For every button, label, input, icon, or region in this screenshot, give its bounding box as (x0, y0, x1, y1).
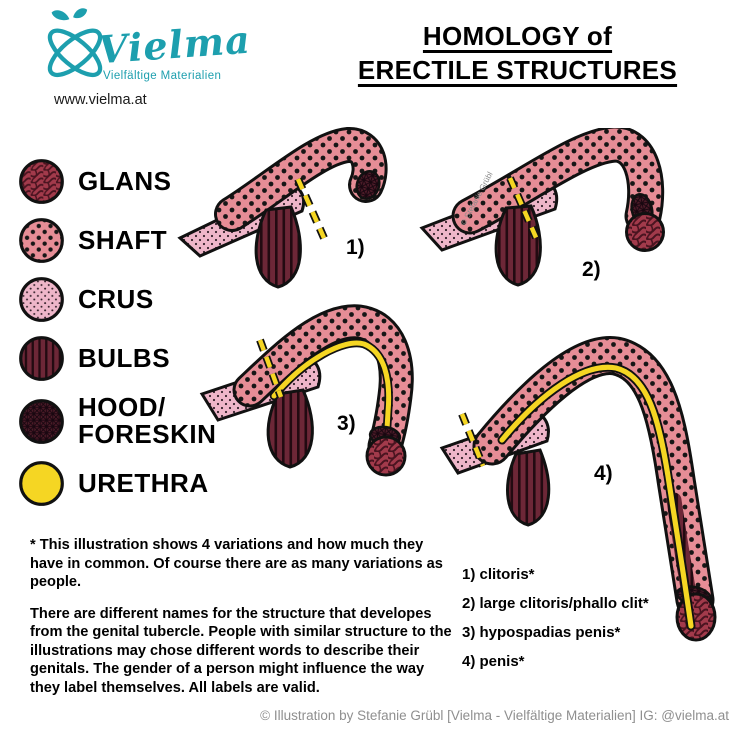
variant-list: 1) clitoris* 2) large clitoris/phallo cl… (462, 566, 649, 682)
variant-item-4: 4) penis* (462, 653, 525, 670)
glans-shape (625, 212, 665, 252)
hood-swatch (19, 398, 64, 444)
legend-item-bulbs: BULBS (18, 335, 216, 382)
legend-item-urethra: URETHRA (18, 460, 216, 507)
title-line-1: HOMOLOGY of (422, 21, 613, 51)
bulb-shape (254, 205, 302, 289)
urethra-marker (257, 339, 284, 398)
glans-swatch (19, 159, 64, 204)
legend-label: BULBS (78, 342, 171, 373)
figure-1-clitoris (177, 127, 388, 289)
crus-swatch (19, 277, 64, 322)
legend-item-hood-foreskin: HOOD/FORESKIN (18, 392, 217, 450)
title-line-2: ERECTILE STRUCTURES (357, 54, 678, 85)
figure-2-number: 2) (582, 258, 601, 281)
footer-credit: © Illustration by Stefanie Grübl [Vielma… (260, 708, 729, 723)
glans-shape (675, 592, 717, 642)
shaft-swatch (19, 218, 64, 263)
shaft-shape (217, 130, 385, 229)
glans-shape (365, 435, 407, 477)
legend-item-shaft: SHAFT (18, 217, 216, 264)
notes-block: * This illustration shows 4 variations a… (30, 536, 458, 697)
legend-item-glans: GLANS (18, 158, 216, 205)
hood-shape (355, 170, 381, 200)
legend: GLANS SHAFT CRUS BULBS HOOD/FORESKIN URE… (18, 158, 216, 507)
legend-label: GLANS (78, 165, 172, 196)
brand-tagline: Vielfältige Materialien (103, 70, 222, 82)
leaf-icon (73, 8, 88, 19)
urethra-swatch (19, 461, 64, 506)
urethra-marker (295, 178, 327, 239)
legend-item-crus: CRUS (18, 276, 216, 323)
bulb-shape (266, 388, 314, 469)
page-title: HOMOLOGY of ERECTILE STRUCTURES (345, 20, 690, 88)
figure-3-number: 3) (337, 412, 356, 435)
legend-label: SHAFT (78, 224, 168, 255)
urethra-line (499, 364, 694, 629)
urethra-marker (507, 177, 541, 243)
variant-item-2: 2) large clitoris/phallo clit* (462, 595, 649, 612)
legend-label: URETHRA (78, 468, 209, 499)
figure-1-number: 1) (346, 236, 365, 259)
variant-item-1: 1) clitoris* (462, 566, 535, 583)
bulb-shape (506, 448, 551, 527)
legend-label: HOOD/FORESKIN (78, 392, 217, 450)
bulbs-swatch (19, 336, 64, 381)
brand-website: www.vielma.at (54, 92, 147, 108)
leaf-icon (51, 10, 70, 21)
urethra-marker (459, 413, 486, 467)
figure-2-large-clitoris: © Stefanie Grübl (419, 128, 665, 287)
variant-item-3: 3) hypospadias penis* (462, 624, 621, 641)
figure-4-penis (439, 336, 717, 642)
bulb-shape (494, 204, 542, 287)
note-paragraph-1: * This illustration shows 4 variations a… (30, 537, 443, 591)
figure-4-number: 4) (594, 462, 613, 485)
shaft-shape (454, 128, 662, 232)
legend-label: CRUS (78, 283, 154, 314)
note-paragraph-2: There are different names for the struct… (30, 605, 452, 696)
vielma-logo-icon (47, 8, 103, 78)
figure-3-hypospadias-penis (199, 304, 414, 477)
brand-name: Vielma (96, 16, 253, 73)
